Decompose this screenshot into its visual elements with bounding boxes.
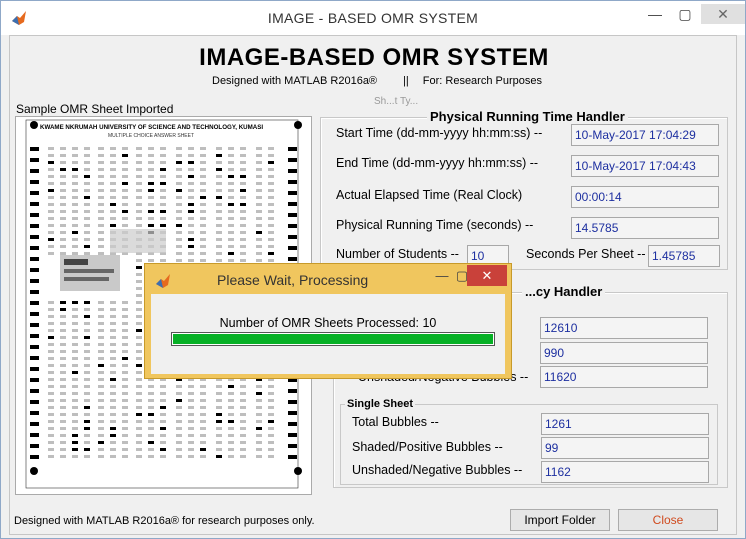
matlab-icon [12, 11, 26, 25]
elapsed-time-label: Actual Elapsed Time (Real Clock) [336, 188, 523, 202]
elapsed-time-field[interactable]: 00:00:14 [571, 186, 719, 208]
all-unshaded-bubbles-field[interactable]: 11620 [540, 366, 708, 388]
progress-message: Number of OMR Sheets Processed: 10 [219, 316, 437, 330]
matlab-icon [156, 274, 170, 288]
dialog-close-button[interactable]: ✕ [467, 265, 507, 286]
processing-dialog: Please Wait, Processing — ▢ ✕ Number of … [144, 263, 512, 379]
single-sheet-title: Single Sheet [345, 398, 416, 410]
single-shaded-bubbles-field[interactable]: 99 [541, 437, 709, 459]
close-button[interactable]: Close [618, 509, 718, 531]
close-window-button[interactable]: ✕ [701, 4, 745, 24]
status-text: Designed with MATLAB R2016a® for researc… [14, 515, 315, 527]
minimize-button[interactable]: — [648, 6, 662, 22]
sheet-type-text: MULTIPLE CHOICE ANSWER SHEET [108, 133, 194, 139]
time-handler-panel: Physical Running Time Handler Start Time… [320, 109, 728, 270]
single-sheet-panel: Single Sheet Total Bubbles -- 1261 Shade… [340, 398, 718, 485]
dialog-maximize-button[interactable]: ▢ [455, 268, 469, 283]
header-subtitle: Designed with MATLAB R2016a® || For: Resea… [212, 75, 542, 87]
seconds-per-sheet-label: Seconds Per Sheet -- [526, 247, 646, 261]
end-time-field[interactable]: 10-May-2017 17:04:43 [571, 155, 719, 177]
time-handler-title: Physical Running Time Handler [427, 109, 628, 124]
progress-bar-fill [173, 334, 493, 344]
start-time-field[interactable]: 10-May-2017 17:04:29 [571, 124, 719, 146]
single-unshaded-bubbles-field[interactable]: 1162 [541, 461, 709, 483]
maximize-button[interactable]: ▢ [678, 6, 692, 22]
designed-with-text: Designed with MATLAB R2016a® [212, 75, 378, 87]
dialog-body: Number of OMR Sheets Processed: 10 [151, 294, 505, 374]
progress-bar [171, 332, 495, 346]
import-folder-button[interactable]: Import Folder [510, 509, 610, 531]
accuracy-handler-title: ...cy Handler [522, 284, 606, 299]
window-title: IMAGE - BASED OMR SYSTEM [267, 10, 479, 26]
single-total-bubbles-field[interactable]: 1261 [541, 413, 709, 435]
separator-text: || [403, 75, 409, 87]
sheet-university-text: KWAME NKRUMAH UNIVERSITY OF SCIENCE AND … [40, 124, 263, 131]
page-title: IMAGE-BASED OMR SYSTEM [199, 44, 549, 71]
title-bar[interactable]: IMAGE - BASED OMR SYSTEM — ▢ ✕ [1, 1, 745, 35]
students-label: Number of Students -- [336, 247, 459, 261]
accuracy-handler-panel: ...cy Handler 12610 990 Unshaded/Negativ… [333, 284, 728, 488]
dialog-title: Please Wait, Processing [217, 272, 369, 288]
running-time-field[interactable]: 14.5785 [571, 217, 719, 239]
single-shaded-bubbles-label: Shaded/Positive Bubbles -- [352, 440, 503, 454]
all-total-bubbles-field[interactable]: 12610 [540, 317, 708, 339]
single-total-bubbles-label: Total Bubbles -- [352, 415, 439, 429]
timing-marks-left [30, 147, 39, 459]
figure-content: IMAGE-BASED OMR SYSTEM Designed with MAT… [9, 35, 737, 535]
purpose-text: For: Research Purposes [422, 75, 542, 87]
single-unshaded-bubbles-label: Unshaded/Negative Bubbles -- [352, 463, 523, 477]
sheet-preview-label: Sample OMR Sheet Imported [16, 102, 174, 116]
end-time-label: End Time (dd-mm-yyyy hh:mm:ss) -- [336, 156, 539, 170]
seconds-per-sheet-field[interactable]: 1.45785 [648, 245, 720, 267]
running-time-label: Physical Running Time (seconds) -- [336, 218, 534, 232]
all-shaded-bubbles-field[interactable]: 990 [540, 342, 708, 364]
start-time-label: Start Time (dd-mm-yyyy hh:mm:ss) -- [336, 126, 543, 140]
dialog-minimize-button[interactable]: — [435, 268, 449, 283]
partially-hidden-label: Sh...t Ty... [374, 96, 419, 107]
